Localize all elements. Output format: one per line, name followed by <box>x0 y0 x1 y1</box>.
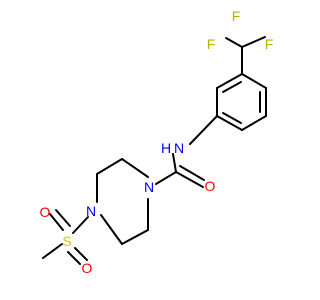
bond-ring-nh <box>189 115 218 145</box>
atom-o-sulfonyl-2: O <box>82 260 93 276</box>
bond-s-o1-a <box>49 213 64 231</box>
bond-carbonyl-o-1 <box>175 171 204 188</box>
atom-s: S <box>62 233 71 249</box>
atom-f2: F <box>207 36 216 52</box>
atom-labels: F F F N H O N N S O O <box>40 8 274 276</box>
atom-n-piperazine-1: N <box>144 179 154 195</box>
bond-ring-4b <box>222 112 242 124</box>
bond-c-cf3-c2 <box>225 37 243 48</box>
bond-s-methyl <box>42 243 63 259</box>
bond-ring-4 <box>216 115 243 131</box>
bond-ring-6b <box>222 81 242 93</box>
bond-pip-6 <box>100 214 123 245</box>
bond-s-o2-a <box>67 251 81 265</box>
atom-h-amide: H <box>161 140 171 156</box>
bond-ring-3 <box>241 115 267 131</box>
bond-carbonyl-npip <box>155 171 177 185</box>
bond-pip-5 <box>121 229 149 245</box>
bond-c-cf3-c1 <box>241 36 266 48</box>
bond-carbonyl-o-2 <box>179 165 205 181</box>
atom-o-sulfonyl-1: O <box>40 204 51 220</box>
bond-npip-s <box>72 216 89 234</box>
bond-s-o2-b <box>74 247 88 261</box>
bond-pip-2 <box>96 158 123 175</box>
bonds <box>42 36 267 265</box>
molecule-structure: F F F N H O N N S O O <box>40 8 274 276</box>
atom-f1: F <box>232 8 241 24</box>
atom-n-amide: N <box>174 140 184 156</box>
atom-nh: N H <box>161 140 184 156</box>
atom-o-carbonyl: O <box>205 178 216 194</box>
bond-pip-1 <box>121 158 149 178</box>
bond-nh-carbonyl <box>172 153 177 173</box>
bond-ring-6 <box>216 73 243 89</box>
bond-ring-1 <box>241 73 267 89</box>
atom-f3: F <box>265 36 274 52</box>
bond-s-o1-b <box>55 209 71 227</box>
atom-n-piperazine-4: N <box>86 203 96 219</box>
